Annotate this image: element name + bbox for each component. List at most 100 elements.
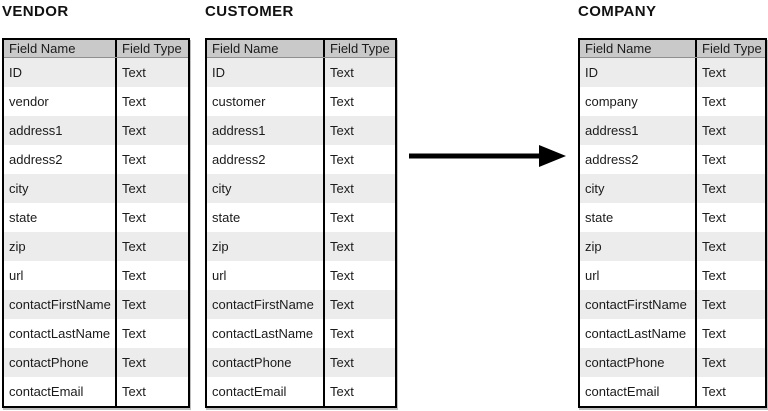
field-name-cell: city	[4, 174, 117, 203]
field-name-cell: contactLastName	[580, 319, 697, 348]
field-name-cell: city	[580, 174, 697, 203]
table-row: url Text	[207, 261, 395, 290]
field-name-cell: url	[580, 261, 697, 290]
field-type-cell: Text	[702, 94, 726, 109]
field-type-cell: Text	[330, 326, 354, 341]
field-type-cell: Text	[122, 94, 146, 109]
field-type-cell: Text	[330, 384, 354, 399]
field-type-cell: Text	[122, 123, 146, 138]
field-type-cell: Text	[330, 239, 354, 254]
field-name-cell: contactFirstName	[207, 290, 325, 319]
field-name-cell: address1	[207, 116, 325, 145]
company-table-header: Field Name Field Type	[580, 40, 765, 58]
field-type-cell: Text	[702, 181, 726, 196]
field-name-cell: company	[580, 87, 697, 116]
field-type-cell: Text	[122, 268, 146, 283]
field-name-cell: ID	[580, 58, 697, 87]
field-type-cell: Text	[330, 94, 354, 109]
table-row: ID Text	[580, 58, 765, 87]
field-type-cell: Text	[122, 326, 146, 341]
field-name-cell: state	[580, 203, 697, 232]
field-name-cell: address2	[4, 145, 117, 174]
field-name-cell: contactLastName	[207, 319, 325, 348]
field-name-cell: contactEmail	[207, 377, 325, 406]
table-row: url Text	[580, 261, 765, 290]
table-row: contactFirstName Text	[207, 290, 395, 319]
field-type-cell: Text	[330, 268, 354, 283]
field-type-cell: Text	[122, 355, 146, 370]
field-type-cell: Text	[702, 384, 726, 399]
vendor-table-header: Field Name Field Type	[4, 40, 188, 58]
table-row: zip Text	[207, 232, 395, 261]
field-type-cell: Text	[702, 239, 726, 254]
field-type-cell: Text	[702, 268, 726, 283]
field-name-cell: contactFirstName	[4, 290, 117, 319]
table-row: city Text	[580, 174, 765, 203]
field-name-cell: url	[207, 261, 325, 290]
customer-table-header: Field Name Field Type	[207, 40, 395, 58]
field-type-cell: Text	[330, 181, 354, 196]
table-row: contactPhone Text	[4, 348, 188, 377]
field-name-cell: address2	[207, 145, 325, 174]
field-name-cell: address1	[4, 116, 117, 145]
field-type-cell: Text	[122, 210, 146, 225]
field-name-cell: zip	[4, 232, 117, 261]
field-type-cell: Text	[702, 65, 726, 80]
field-type-cell: Text	[330, 123, 354, 138]
table-row: company Text	[580, 87, 765, 116]
field-type-cell: Text	[330, 297, 354, 312]
field-type-header: Field Type	[122, 40, 182, 56]
table-row: contactLastName Text	[207, 319, 395, 348]
vendor-table-title: VENDOR	[2, 3, 69, 20]
table-row: city Text	[4, 174, 188, 203]
field-name-cell: zip	[207, 232, 325, 261]
field-name-header: Field Name	[4, 40, 117, 57]
table-row: zip Text	[580, 232, 765, 261]
table-row: vendor Text	[4, 87, 188, 116]
field-name-cell: contactLastName	[4, 319, 117, 348]
field-name-cell: city	[207, 174, 325, 203]
field-name-header: Field Name	[207, 40, 325, 57]
field-name-cell: vendor	[4, 87, 117, 116]
table-row: address1 Text	[207, 116, 395, 145]
field-type-header: Field Type	[702, 40, 762, 56]
table-row: state Text	[580, 203, 765, 232]
company-table-title: COMPANY	[578, 3, 657, 20]
field-type-cell: Text	[122, 384, 146, 399]
field-name-cell: state	[207, 203, 325, 232]
customer-table-title: CUSTOMER	[205, 3, 294, 20]
table-row: contactEmail Text	[4, 377, 188, 406]
field-name-cell: state	[4, 203, 117, 232]
field-name-cell: contactPhone	[580, 348, 697, 377]
field-name-cell: address1	[580, 116, 697, 145]
field-type-cell: Text	[122, 65, 146, 80]
field-name-cell: contactEmail	[4, 377, 117, 406]
table-row: contactEmail Text	[207, 377, 395, 406]
field-name-header: Field Name	[580, 40, 697, 57]
field-type-cell: Text	[330, 65, 354, 80]
field-type-cell: Text	[122, 181, 146, 196]
table-row: address1 Text	[580, 116, 765, 145]
table-row: state Text	[4, 203, 188, 232]
field-type-header: Field Type	[330, 40, 390, 56]
field-name-cell: contactPhone	[4, 348, 117, 377]
field-type-cell: Text	[702, 152, 726, 167]
table-row: contactLastName Text	[4, 319, 188, 348]
field-type-cell: Text	[702, 123, 726, 138]
field-name-cell: zip	[580, 232, 697, 261]
field-type-cell: Text	[702, 210, 726, 225]
field-type-cell: Text	[702, 326, 726, 341]
